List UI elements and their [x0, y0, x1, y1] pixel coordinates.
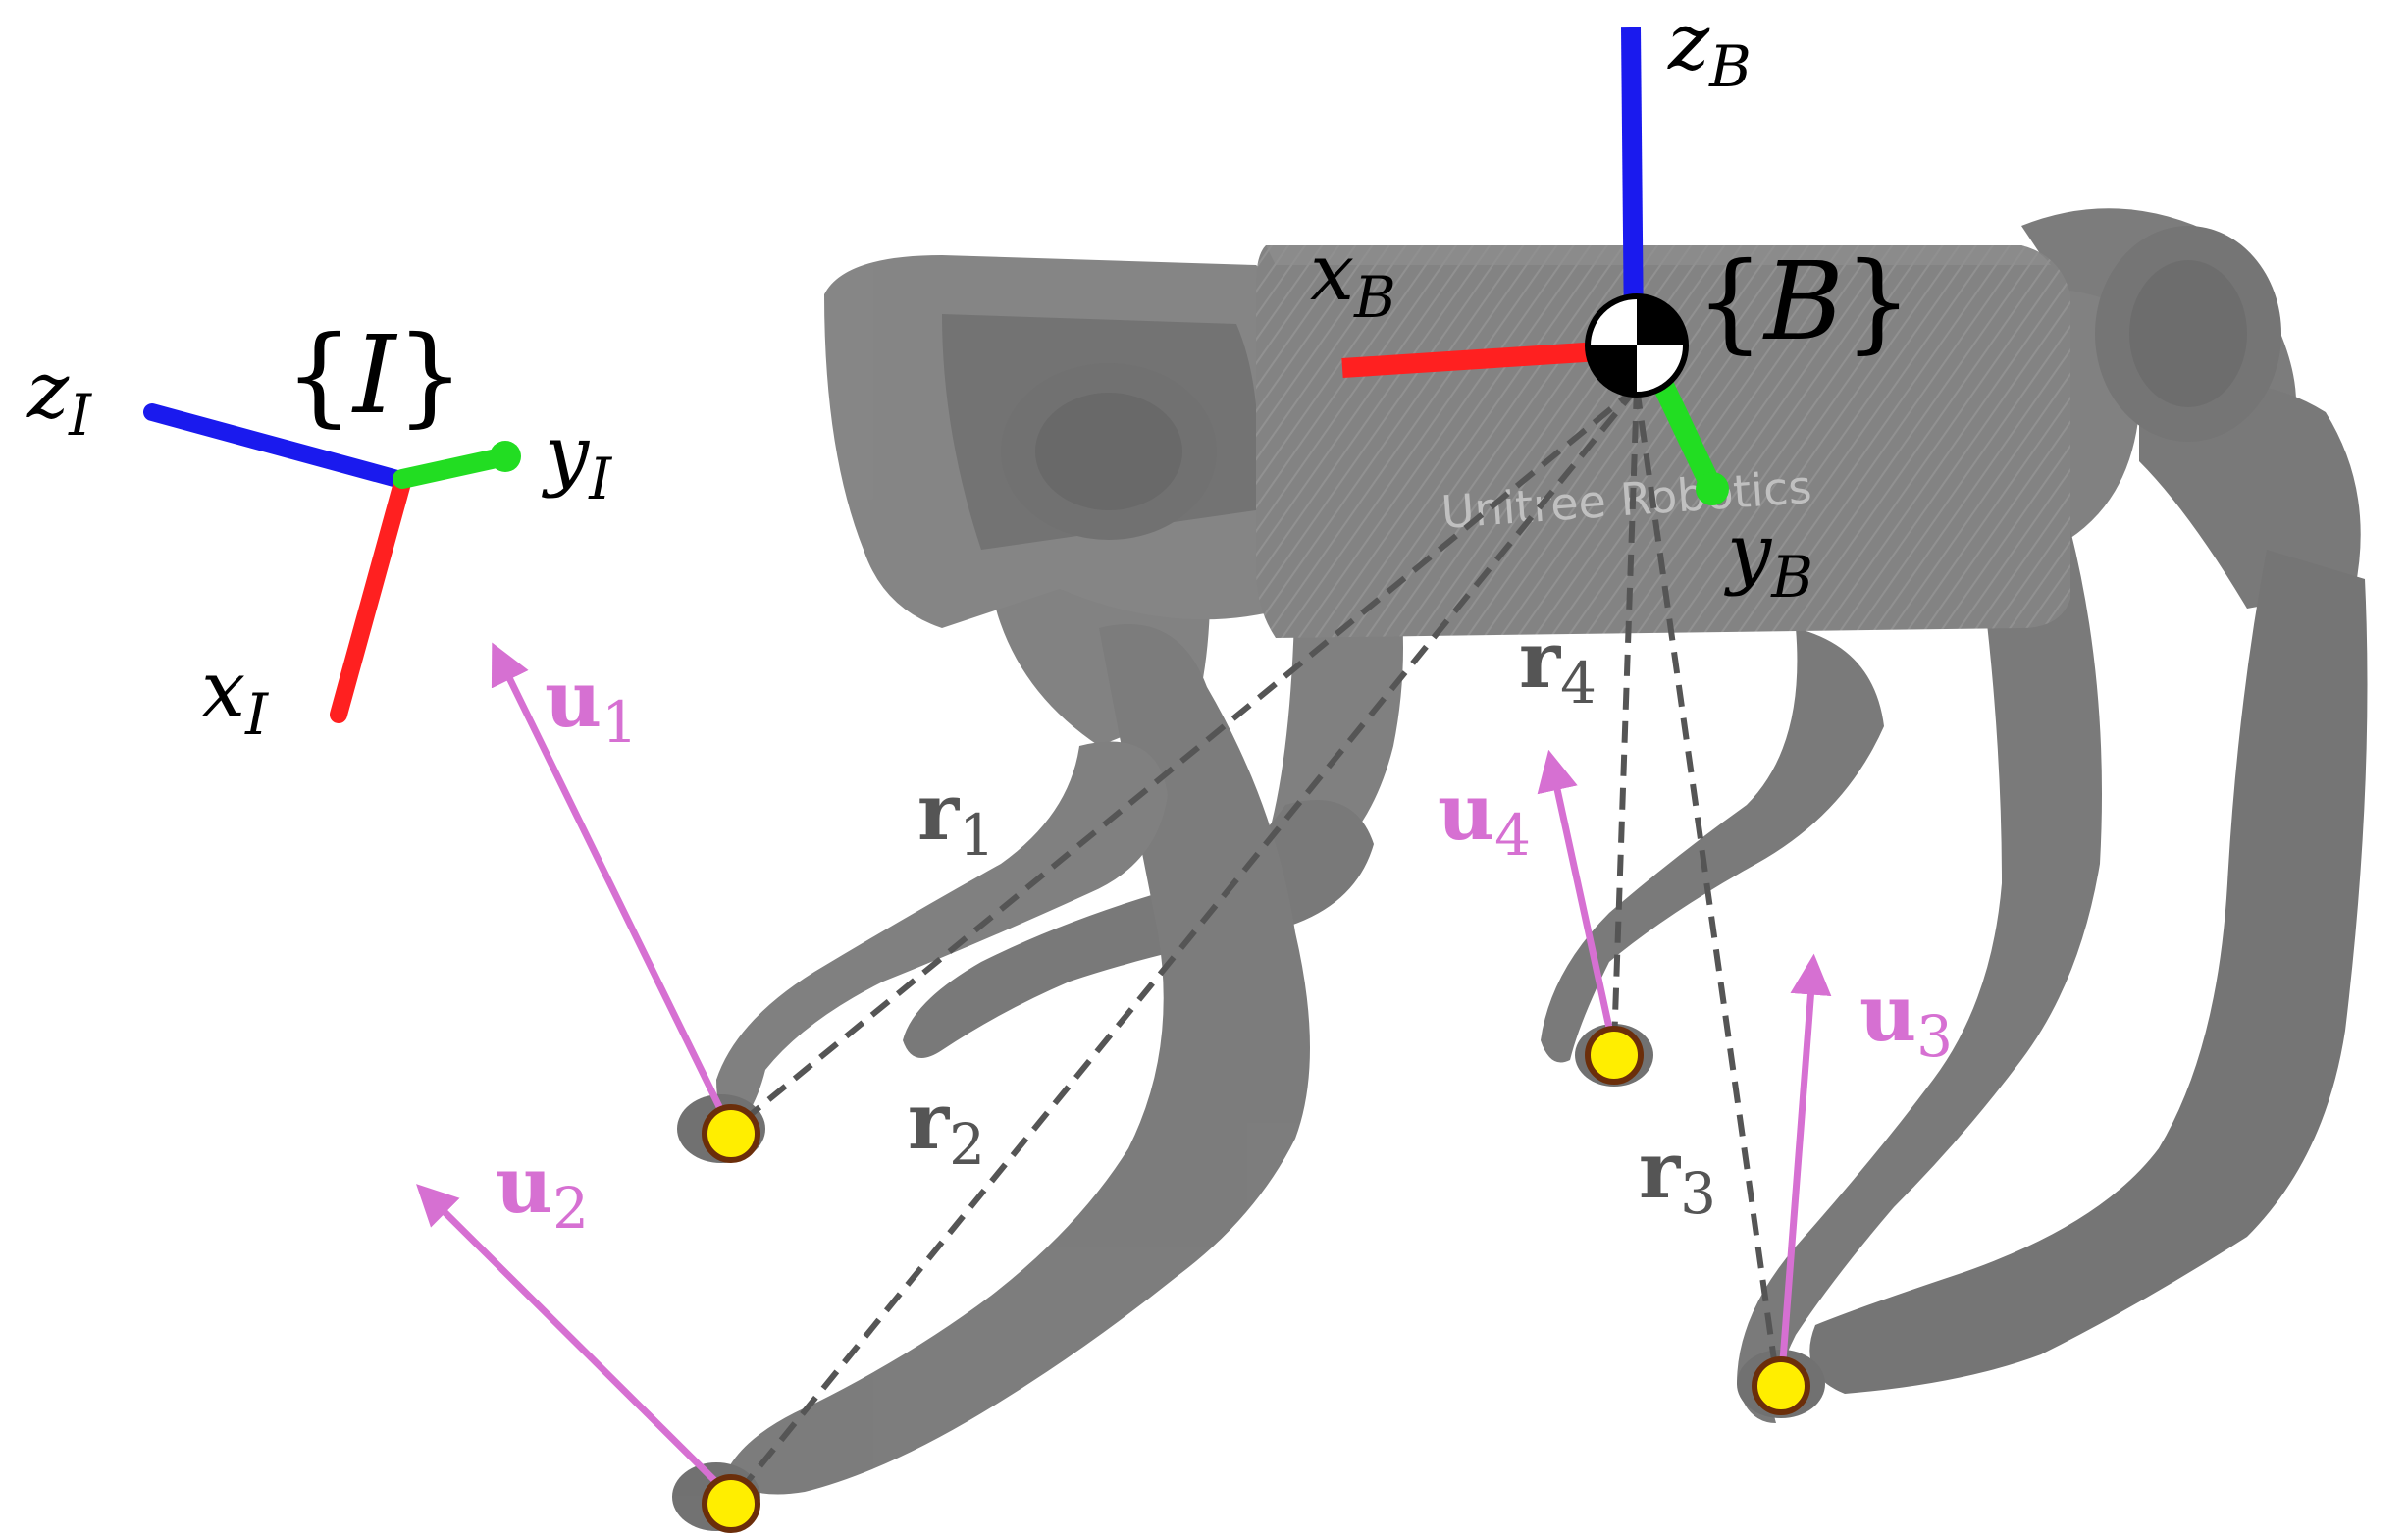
- inertial-frame: [143, 403, 521, 723]
- body-y-axis: [1649, 370, 1722, 494]
- u4-arrow: [1537, 749, 1618, 1051]
- u1-label: u1: [545, 653, 638, 756]
- foot-4: [1585, 1026, 1644, 1085]
- inertial-z-axis: [143, 403, 406, 488]
- center-of-mass-icon: [1585, 293, 1689, 398]
- inertial-y-axis: [393, 447, 515, 489]
- r1-label: r1: [917, 766, 995, 869]
- rear-right-shin: [1809, 550, 2368, 1394]
- inertial-y-label: yI: [542, 408, 612, 512]
- robot-dog: Unitree Robotics: [672, 208, 2368, 1531]
- robot-body-top: [1266, 245, 2051, 265]
- front-left-upper-leg: [726, 624, 1310, 1495]
- foot-2: [702, 1474, 760, 1533]
- body-y-tip: [1696, 472, 1729, 505]
- u1-arrow: [491, 642, 735, 1133]
- u2-arrow: [416, 1184, 734, 1500]
- r3-label: r3: [1639, 1124, 1716, 1227]
- body-y-label: yB: [1724, 506, 1813, 610]
- r2-line: [728, 386, 1640, 1504]
- body-z-axis: [1621, 27, 1644, 340]
- robot-body: [1256, 245, 2070, 638]
- foot-1: [702, 1104, 760, 1163]
- body-x-axis: [1341, 342, 1600, 378]
- body-z-label: zB: [1667, 0, 1752, 100]
- body-x-label: xB: [1310, 227, 1396, 331]
- hip-joint-rear-inner: [2129, 260, 2247, 407]
- inertial-frame-label: {I}: [285, 312, 464, 438]
- front-left-shin: [716, 741, 1168, 1129]
- foot-3: [1752, 1356, 1810, 1415]
- body-frame-label: {B}: [1696, 239, 1912, 364]
- body-frame: [1341, 27, 1729, 505]
- feet: [702, 1026, 1810, 1533]
- u3-arrow: [1777, 953, 1832, 1387]
- position-vectors: [728, 385, 1779, 1504]
- r1-line: [729, 385, 1639, 1134]
- r4-line: [1611, 387, 1640, 1046]
- inertial-x-label: xI: [201, 644, 269, 748]
- inertial-z-label: zI: [26, 345, 92, 449]
- mid-right-shin: [1541, 628, 1884, 1063]
- r2-label: r2: [908, 1075, 985, 1178]
- u4-label: u4: [1438, 766, 1531, 869]
- u2-label: u2: [496, 1139, 589, 1242]
- u3-label: u3: [1859, 967, 1953, 1070]
- inertial-x-axis: [330, 474, 411, 723]
- r4-label: r4: [1519, 613, 1597, 716]
- inertial-y-tip: [490, 441, 521, 472]
- hip-joint-front-inner: [1035, 393, 1182, 510]
- force-vectors: [416, 642, 1832, 1500]
- rear-left-shin: [1737, 510, 2102, 1423]
